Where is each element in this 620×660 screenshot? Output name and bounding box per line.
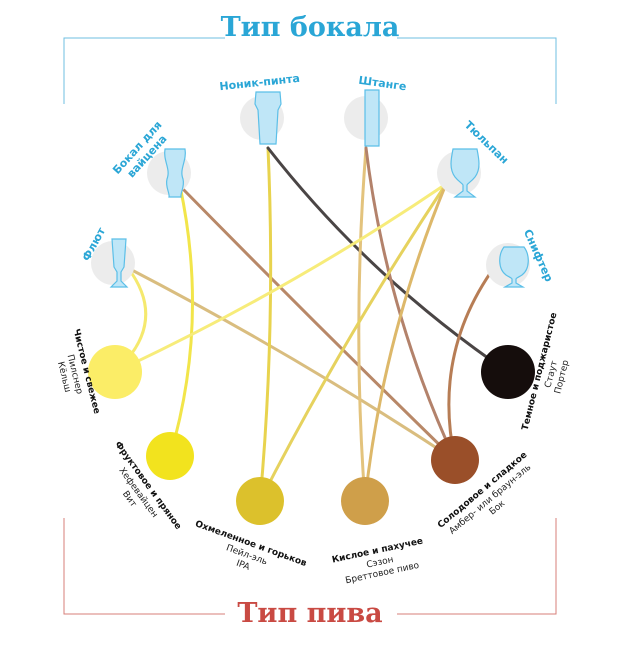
link-snifter-malty xyxy=(447,270,493,462)
link-tulip-sour xyxy=(363,182,448,503)
tulip-glass-icon xyxy=(450,148,480,198)
beer-type-title: Тип пива xyxy=(237,598,383,629)
link-stange-malty xyxy=(364,146,457,462)
link-lines xyxy=(113,146,510,503)
link-nonic-hoppy xyxy=(258,146,273,503)
glass-node-weizen xyxy=(147,148,191,198)
beer-circle-fruity xyxy=(146,432,194,480)
glass-node-nonic xyxy=(240,91,284,145)
beer-circle-dark xyxy=(481,345,535,399)
glass-node-tulip xyxy=(437,148,481,198)
glass-node-snifter xyxy=(486,243,530,288)
glass-node-stange xyxy=(344,89,388,147)
stange-glass-icon xyxy=(364,89,380,147)
nonic-pint-glass-icon xyxy=(254,91,282,145)
glass-label-nonic: Ноник-пинта xyxy=(219,72,301,93)
glass-type-title: Тип бокала xyxy=(220,12,400,43)
link-weizen-fruity xyxy=(168,184,194,458)
beer-circle-hoppy xyxy=(236,477,284,525)
diagram-frame xyxy=(63,37,557,615)
link-stange-sour xyxy=(357,146,368,503)
frame-bottom-right xyxy=(397,518,557,615)
link-weizen-malty xyxy=(178,184,457,462)
link-tulip-crisp xyxy=(113,182,448,374)
beer-circle-malty xyxy=(431,436,479,484)
frame-top-left xyxy=(63,37,225,104)
beer-circle-crisp xyxy=(88,345,142,399)
snifter-glass-icon xyxy=(499,246,529,288)
glass-node-flute xyxy=(91,238,135,288)
link-nonic-dark xyxy=(266,146,510,374)
beer-circle-sour xyxy=(341,477,389,525)
frame-bottom-left xyxy=(63,518,225,615)
frame-top-right xyxy=(397,37,557,104)
link-tulip-hoppy xyxy=(258,182,448,503)
beer-example: IPA xyxy=(235,559,252,573)
flute-glass-icon xyxy=(109,238,129,288)
weizen-glass-icon xyxy=(164,148,186,198)
link-flute-malty xyxy=(126,266,457,462)
